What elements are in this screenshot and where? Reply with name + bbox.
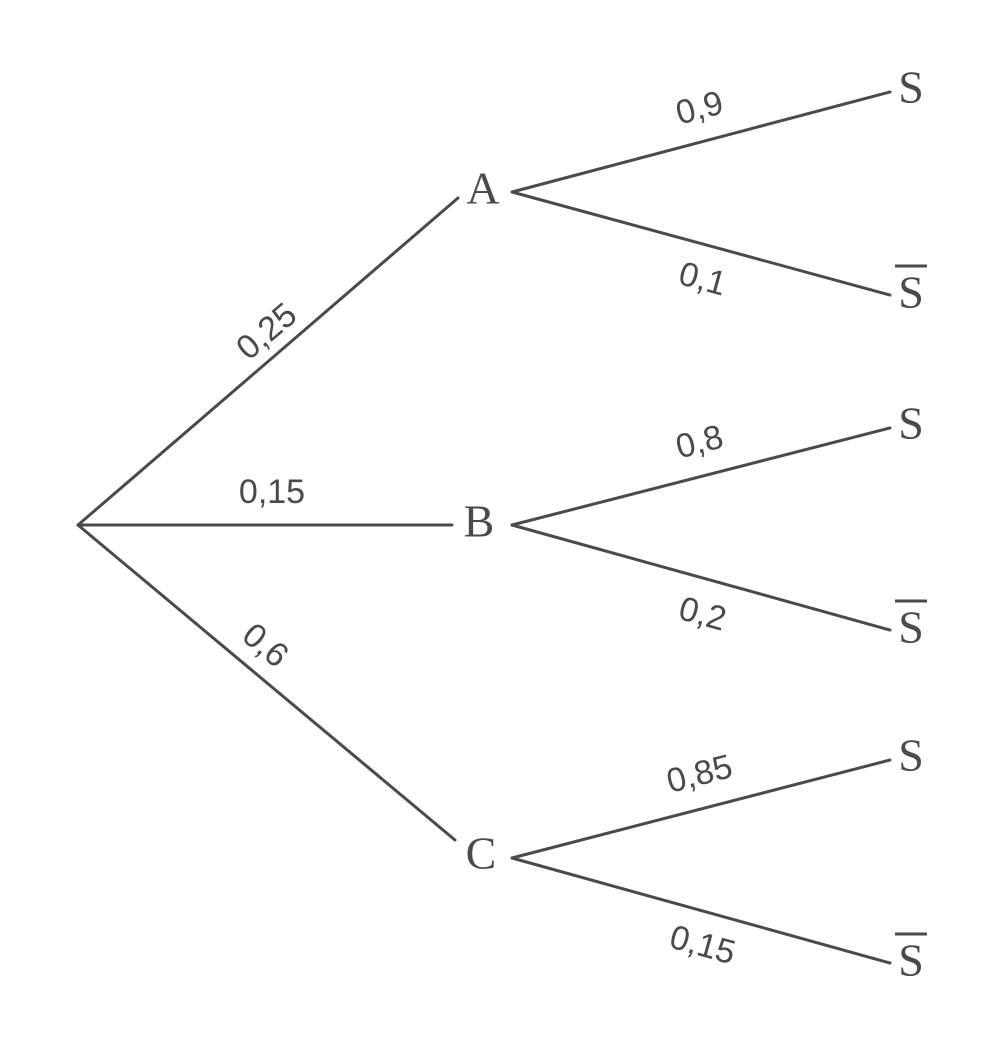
edge-label-a-sbar: 0,1 (675, 255, 731, 304)
leaf-c-s: S (898, 730, 924, 781)
branch-a-to-sbar (510, 190, 892, 297)
node-b: B (464, 496, 495, 547)
branch-root-to-c (76, 523, 457, 842)
leaf-a-sbar: S (898, 267, 924, 318)
branch-c-to-s (510, 758, 892, 860)
leaf-b-s: S (898, 398, 924, 449)
leaf-c-sbar: S (898, 935, 924, 986)
edge-label-root-b: 0,15 (239, 473, 305, 511)
node-a: A (466, 163, 499, 214)
leaf-a-s: S (898, 62, 924, 113)
branch-b-to-sbar (510, 523, 892, 632)
edge-label-b-s: 0,8 (672, 418, 727, 467)
branch-c-to-sbar (510, 856, 892, 965)
edge-label-root-a: 0,25 (229, 296, 304, 368)
branch-a-to-s (510, 90, 892, 194)
branch-root-to-a (76, 196, 460, 527)
edge-label-b-sbar: 0,2 (675, 589, 731, 638)
node-c: C (466, 828, 497, 879)
edge-label-c-sbar: 0,15 (666, 918, 740, 972)
branch-b-to-s (510, 426, 892, 527)
edge-label-c-s: 0,85 (663, 747, 737, 800)
edge-label-root-c: 0,6 (235, 616, 296, 675)
leaf-b-sbar: S (898, 602, 924, 653)
edge-label-a-s: 0,9 (672, 84, 727, 133)
